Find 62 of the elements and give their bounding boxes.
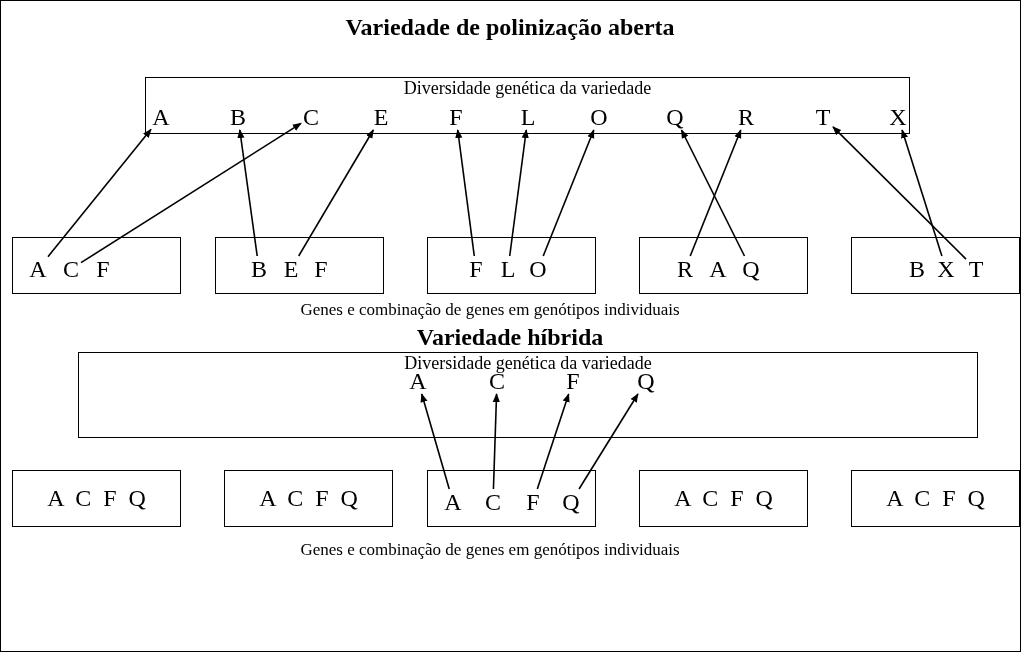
gene-box bbox=[12, 237, 181, 294]
arrow bbox=[492, 393, 500, 490]
gene-letter: F bbox=[311, 256, 331, 282]
arrow bbox=[542, 129, 595, 257]
gene-letter: A bbox=[708, 256, 728, 282]
arrow bbox=[420, 393, 451, 490]
gene-letter: Q bbox=[741, 256, 761, 282]
arrow bbox=[297, 129, 375, 257]
gene-letter: E bbox=[281, 256, 301, 282]
arrow bbox=[578, 393, 639, 490]
gene-letter: A bbox=[151, 104, 171, 130]
gene-box: A C F Q bbox=[851, 470, 1020, 527]
arrow bbox=[680, 129, 746, 257]
gene-letter: C bbox=[483, 489, 503, 515]
gene-letter: Q bbox=[561, 489, 581, 515]
gene-box: A C F Q bbox=[224, 470, 393, 527]
arrow bbox=[832, 126, 967, 260]
arrow bbox=[237, 129, 258, 257]
gene-box bbox=[639, 237, 808, 294]
gene-letter: R bbox=[736, 104, 756, 130]
heading: Variedade de polinização aberta bbox=[345, 14, 675, 41]
arrow bbox=[508, 129, 529, 257]
gene-box bbox=[427, 470, 596, 527]
gene-letter: F bbox=[523, 489, 543, 515]
gene-box bbox=[215, 237, 384, 294]
gene-letter: L bbox=[518, 104, 538, 130]
gene-box: A C F Q bbox=[12, 470, 181, 527]
arrow bbox=[901, 129, 943, 257]
arrow bbox=[536, 393, 570, 490]
heading: Variedade híbrida bbox=[416, 324, 604, 351]
gene-letter: X bbox=[888, 104, 908, 130]
gene-letter: X bbox=[936, 256, 956, 282]
gene-letter: E bbox=[371, 104, 391, 130]
gene-letter: Q bbox=[665, 104, 685, 130]
arrow bbox=[80, 122, 302, 264]
arrow bbox=[47, 128, 152, 258]
gene-letter: O bbox=[589, 104, 609, 130]
gene-letter: F bbox=[446, 104, 466, 130]
diversity-box bbox=[145, 77, 910, 134]
diversity-box bbox=[78, 352, 978, 438]
gene-letter: F bbox=[466, 256, 486, 282]
gene-letter: B bbox=[228, 104, 248, 130]
gene-letter: C bbox=[301, 104, 321, 130]
gene-letter: B bbox=[907, 256, 927, 282]
gene-letter: C bbox=[61, 256, 81, 282]
gene-letter: A bbox=[443, 489, 463, 515]
gene-letter: B bbox=[249, 256, 269, 282]
gene-letter: L bbox=[498, 256, 518, 282]
gene-letter: T bbox=[813, 104, 833, 130]
gene-letter: F bbox=[93, 256, 113, 282]
gene-letter: A bbox=[28, 256, 48, 282]
gene-letter: O bbox=[528, 256, 548, 282]
caption: Genes e combinação de genes em genótipos individuais bbox=[300, 300, 680, 320]
gene-box bbox=[851, 237, 1020, 294]
arrow bbox=[455, 129, 476, 257]
gene-letter: T bbox=[966, 256, 986, 282]
gene-box bbox=[427, 237, 596, 294]
box-heading: Diversidade genética da variedade bbox=[402, 78, 653, 98]
gene-box: A C F Q bbox=[639, 470, 808, 527]
gene-letter: R bbox=[675, 256, 695, 282]
caption: Genes e combinação de genes em genótipos individuais bbox=[300, 540, 680, 560]
arrow bbox=[689, 129, 742, 257]
